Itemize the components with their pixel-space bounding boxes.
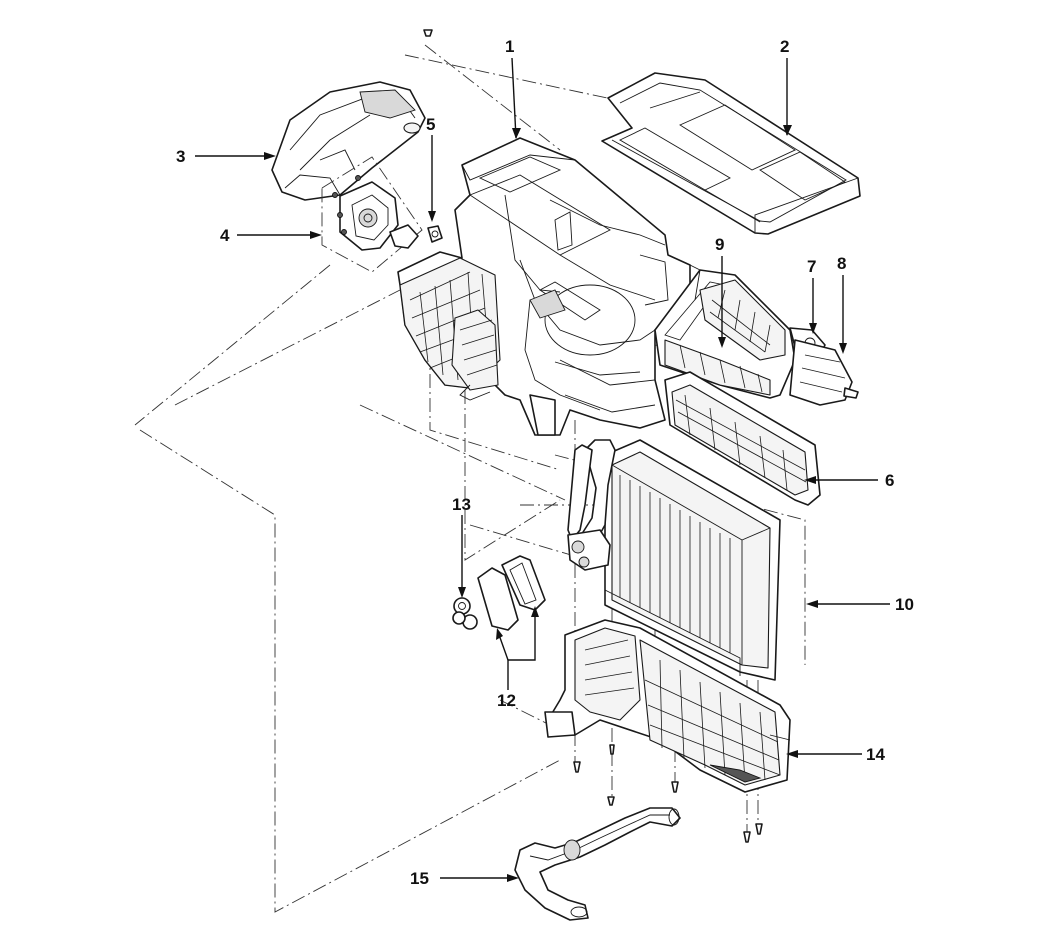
leader-lines: [195, 57, 890, 879]
part-1-hvac-case: [397, 137, 691, 436]
part-4-actuator: [321, 156, 423, 273]
callout-8: 8: [837, 254, 846, 273]
part-9-door-frame: [654, 264, 796, 399]
callout-10: 10: [895, 595, 914, 614]
part-3-blower-cover: [271, 81, 426, 201]
callout-12: 12: [497, 691, 516, 710]
callout-labels: 1 2 3 4 5 6 7 8 9 10 12 13 14 15: [176, 37, 914, 888]
part-2-cover: [601, 72, 861, 235]
callout-5: 5: [426, 115, 435, 134]
part-10-evaporator: [567, 439, 781, 681]
callout-13: 13: [452, 495, 471, 514]
screw-top: [423, 29, 433, 37]
callout-6: 6: [885, 471, 894, 490]
part-15-drain-hose: [514, 807, 681, 921]
callout-3: 3: [176, 147, 185, 166]
callout-4: 4: [220, 226, 230, 245]
callout-7: 7: [807, 257, 816, 276]
callout-15: 15: [410, 869, 429, 888]
callout-14: 14: [866, 745, 885, 764]
part-13-grommet: [452, 597, 478, 630]
callout-9: 9: [715, 235, 724, 254]
part-5-clip: [427, 225, 443, 243]
part-6-filter: [664, 371, 821, 506]
leader-arrowheads: [264, 125, 847, 882]
part-14-lower-case: [544, 619, 791, 793]
screws: [573, 744, 763, 843]
part-12-seals: [477, 555, 546, 631]
callout-1: 1: [505, 37, 514, 56]
part-8-door: [789, 339, 859, 406]
callout-2: 2: [780, 37, 789, 56]
